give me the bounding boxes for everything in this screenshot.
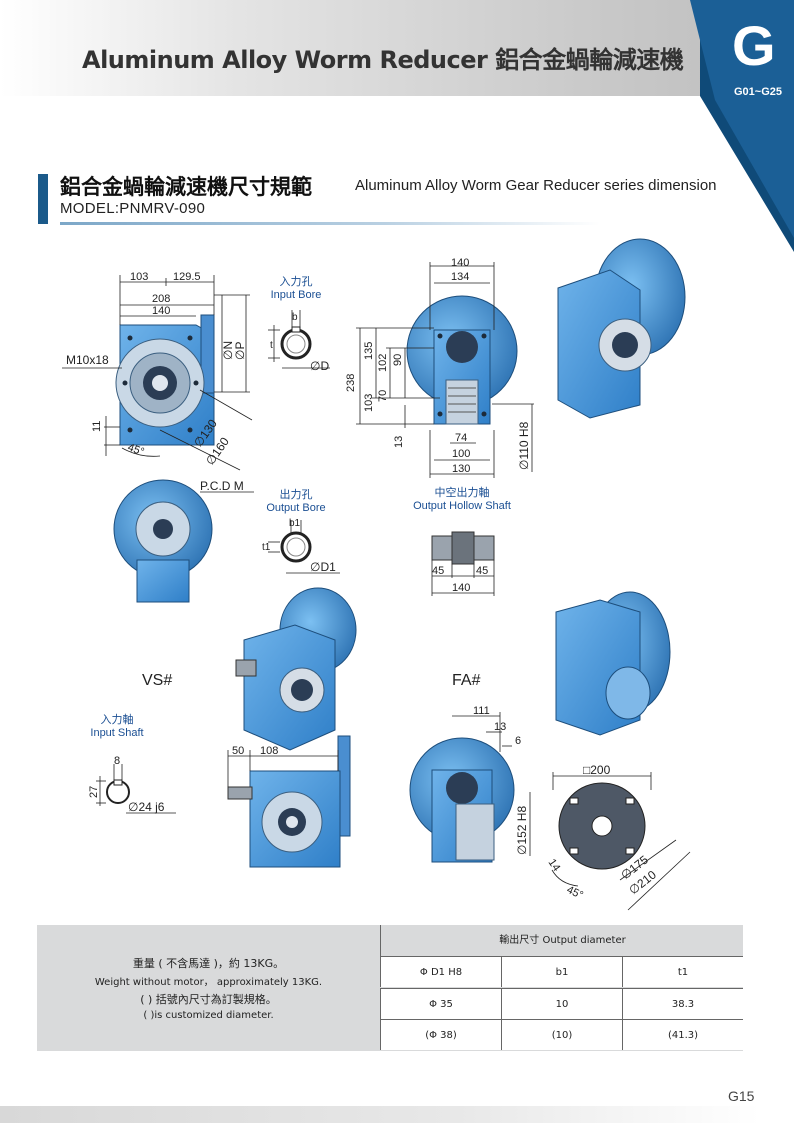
- dim-45deg: 45°: [126, 442, 146, 459]
- dim-27: 27: [88, 786, 100, 798]
- dim-m10x18: M10x18: [66, 353, 109, 367]
- front-view-drawing: 103 129.5 208 140 M10x18 11 45° ∅130 ∅16…: [62, 271, 253, 471]
- dim-phi24j6: ∅24 j6: [128, 800, 165, 814]
- spec-table: 重量 ( 不含馬達 )，約 13KG。 Weight without motor…: [37, 925, 743, 1051]
- input-shaft-cn: 入力軸: [100, 714, 134, 726]
- input-shaft-caption: 入力軸 Input Shaft: [84, 714, 150, 740]
- table-cell: 10: [501, 987, 622, 1019]
- dim-140: 140: [152, 305, 170, 317]
- dim-phiD: ∅D: [310, 359, 329, 373]
- table-cell: 38.3: [622, 987, 743, 1019]
- dim-140-shaft: 140: [452, 582, 470, 594]
- dim-102: 102: [377, 354, 389, 372]
- table-header-cell: Φ D1 H8: [380, 956, 501, 987]
- page-number: G15: [728, 1088, 755, 1104]
- output-bore-drawing: b1 t1 ∅D1: [262, 518, 340, 574]
- dim-45-left: 45: [432, 565, 444, 577]
- table-cell: Φ 35: [380, 987, 501, 1019]
- page-title: Aluminum Alloy Worm Reducer 鋁合金蝸輪減速機: [82, 46, 684, 74]
- custom-note-cn: ( ) 括號內尺寸為訂製規格。: [140, 993, 277, 1006]
- dim-74: 74: [455, 432, 467, 444]
- vs-front-view-drawing: 50 108: [227, 735, 351, 868]
- dim-103-side: 103: [363, 394, 375, 412]
- vs-3d-view: [235, 587, 357, 751]
- dim-129-5: 129.5: [173, 271, 201, 283]
- dim-90: 90: [392, 354, 404, 366]
- dim-11: 11: [91, 421, 103, 432]
- weight-en: Weight without motor， approximately 13KG…: [94, 977, 323, 988]
- dim-111: 111: [473, 705, 490, 717]
- input-shaft-drawing: 8 27 ∅24 j6: [88, 755, 176, 814]
- custom-note-en: ( )is customized diameter.: [143, 1010, 274, 1021]
- section-marker: [38, 174, 48, 224]
- dim-8: 8: [114, 755, 120, 767]
- dim-50: 50: [232, 745, 244, 757]
- dim-t1: t1: [262, 542, 271, 553]
- dim-208: 208: [152, 293, 170, 305]
- table-header-cell: b1: [501, 956, 622, 987]
- dim-135: 135: [363, 342, 375, 360]
- input-bore-drawing: b t ∅D: [268, 310, 330, 373]
- table-cell: (10): [501, 1019, 622, 1050]
- table-cell: (41.3): [622, 1019, 743, 1050]
- square-flange-drawing: □200 14 45° ∅175 ∅210: [546, 763, 691, 911]
- model-label: MODEL:PNMRV-090: [60, 200, 206, 217]
- dim-140-side: 140: [451, 257, 469, 269]
- output-bore-en: Output Bore: [266, 502, 326, 514]
- input-bore-en: Input Bore: [270, 289, 322, 301]
- input-shaft-en: Input Shaft: [90, 727, 144, 739]
- dim-108: 108: [260, 745, 278, 757]
- dim-phiP: ∅P: [233, 342, 247, 360]
- dim-134: 134: [451, 271, 469, 283]
- hollow-shaft-caption: 中空出力軸 Output Hollow Shaft: [400, 487, 524, 513]
- output-bore-cn: 出力孔: [279, 489, 313, 501]
- technical-drawings: 103 129.5 208 140 M10x18 11 45° ∅130 ∅16…: [62, 238, 691, 911]
- reducer-3d-view: [557, 238, 686, 419]
- weight-info: 重量 ( 不含馬達 )，約 13KG。 Weight without motor…: [37, 925, 380, 1051]
- dim-130: 130: [452, 463, 470, 475]
- dim-238: 238: [345, 374, 357, 392]
- side-view-drawing: 140 134 238 135 102 90 103 70 13 74 100 …: [345, 257, 534, 478]
- input-bore-cn: 入力孔: [279, 276, 313, 288]
- footer-bar: [0, 1106, 760, 1123]
- dim-14: 14: [546, 857, 563, 874]
- dim-phiD1: ∅D1: [310, 560, 336, 574]
- fa-label: FA#: [452, 672, 481, 689]
- dim-13: 13: [393, 436, 405, 448]
- hollow-shaft-drawing: 45 45 140: [431, 531, 495, 596]
- dim-b: b: [292, 312, 298, 323]
- dim-6: 6: [515, 735, 521, 747]
- output-diameter-caption: 輸出尺寸 Output diameter: [380, 925, 744, 956]
- dim-45-right: 45: [476, 565, 488, 577]
- vs-label: VS#: [142, 672, 173, 689]
- hollow-shaft-en: Output Hollow Shaft: [413, 500, 511, 512]
- section-title-cn: 鋁合金蝸輪減速機尺寸規範: [60, 175, 312, 199]
- dim-45deg-fa: 45°: [565, 884, 585, 902]
- dim-pcd: P.C.D M: [200, 479, 244, 493]
- section-title-en: Aluminum Alloy Worm Gear Reducer series …: [355, 177, 717, 194]
- dim-b1: b1: [289, 518, 301, 529]
- fa-3d-view: [555, 591, 671, 736]
- dim-phi110H8: ∅110 H8: [517, 421, 531, 470]
- table-header-cell: t1: [622, 956, 743, 987]
- chapter-range: G01~G25: [734, 86, 783, 98]
- dim-phiN: ∅N: [221, 341, 235, 360]
- dim-100: 100: [452, 448, 470, 460]
- input-bore-caption: 入力孔 Input Bore: [266, 276, 326, 302]
- weight-cn: 重量 ( 不含馬達 )，約 13KG。: [132, 957, 285, 970]
- section-underline: [60, 222, 600, 225]
- hollow-shaft-cn: 中空出力軸: [434, 487, 490, 499]
- chapter-letter: G: [732, 14, 776, 77]
- table-cell: (Φ 38): [380, 1019, 501, 1050]
- bottom-view-drawing: P.C.D M: [113, 479, 254, 603]
- dim-t: t: [270, 340, 273, 351]
- fa-side-view-drawing: 111 13 6 ∅152 H8: [409, 705, 531, 863]
- output-bore-caption: 出力孔 Output Bore: [258, 489, 334, 515]
- dim-phi152H8: ∅152 H8: [515, 806, 529, 855]
- dim-sq200: □200: [583, 763, 611, 777]
- dim-103: 103: [130, 271, 148, 283]
- dim-70: 70: [377, 390, 389, 402]
- dim-13-fa: 13: [494, 721, 506, 733]
